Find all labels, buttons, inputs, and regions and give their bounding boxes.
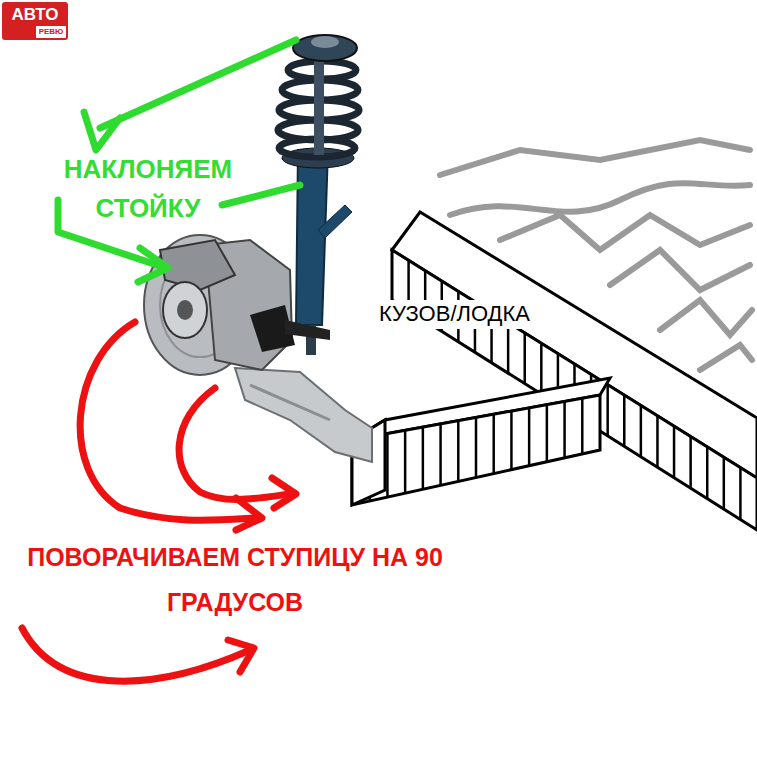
hatch — [475, 418, 478, 478]
arrow-line — [222, 185, 300, 205]
scribble — [440, 140, 750, 175]
hatch — [689, 437, 692, 489]
beam-face — [352, 395, 600, 505]
hatch — [404, 430, 407, 493]
body-frame — [352, 212, 757, 530]
hatch — [739, 468, 742, 520]
hatch — [606, 385, 609, 436]
hatch — [510, 411, 513, 470]
hatch — [422, 427, 425, 489]
scribble — [450, 183, 750, 215]
hatch — [386, 434, 389, 498]
hub-flange — [163, 282, 207, 338]
hub — [144, 235, 330, 375]
top-mount — [293, 35, 357, 61]
arm-rib — [250, 385, 330, 420]
lower-arm — [235, 368, 372, 462]
control-arm — [235, 368, 372, 462]
hatch — [457, 421, 460, 482]
hatch — [540, 343, 543, 394]
logo — [2, 2, 68, 40]
hatch — [723, 457, 726, 509]
hatch — [523, 333, 526, 384]
logo-text: РЕВЮ — [36, 26, 66, 37]
hatch — [623, 395, 626, 446]
hatch — [673, 426, 676, 478]
hatch — [507, 323, 510, 374]
arrow-line — [22, 628, 250, 681]
scribble — [610, 250, 750, 290]
annotation: КУЗОВ/ЛОДКА — [376, 300, 533, 329]
hatch — [439, 424, 442, 485]
hatch — [656, 416, 659, 467]
red-arrows — [22, 322, 296, 681]
logo-strip — [36, 26, 66, 38]
arrow-head — [84, 112, 120, 150]
logo-text: АВТО — [4, 6, 66, 25]
piston-rod — [314, 60, 324, 155]
arrow-head — [272, 478, 296, 508]
hub-center — [177, 300, 193, 320]
hatch — [492, 414, 495, 473]
hatch — [563, 401, 566, 457]
bracket — [318, 205, 352, 238]
annotation: НАКЛОНЯЕМ СТОЙКУ — [38, 150, 258, 228]
hatch — [640, 405, 643, 456]
hatch — [528, 408, 531, 466]
hatch — [706, 447, 709, 499]
arrow-head — [228, 640, 254, 672]
shock-body — [296, 150, 328, 325]
arrow-line — [100, 40, 296, 128]
top-nut — [311, 36, 339, 48]
scribble — [500, 215, 750, 250]
arrow-line — [80, 322, 255, 520]
scribble — [700, 345, 752, 370]
annotation: ПОВОРАЧИВАЕМ СТУПИЦУ НА 90 ГРАДУСОВ — [10, 535, 460, 625]
logo-badge — [2, 2, 68, 40]
scribble — [660, 300, 752, 335]
hatch — [546, 405, 549, 462]
caliper — [160, 240, 235, 290]
tie-rod — [285, 320, 330, 340]
arrow-head — [138, 248, 168, 282]
hatch — [581, 398, 584, 454]
